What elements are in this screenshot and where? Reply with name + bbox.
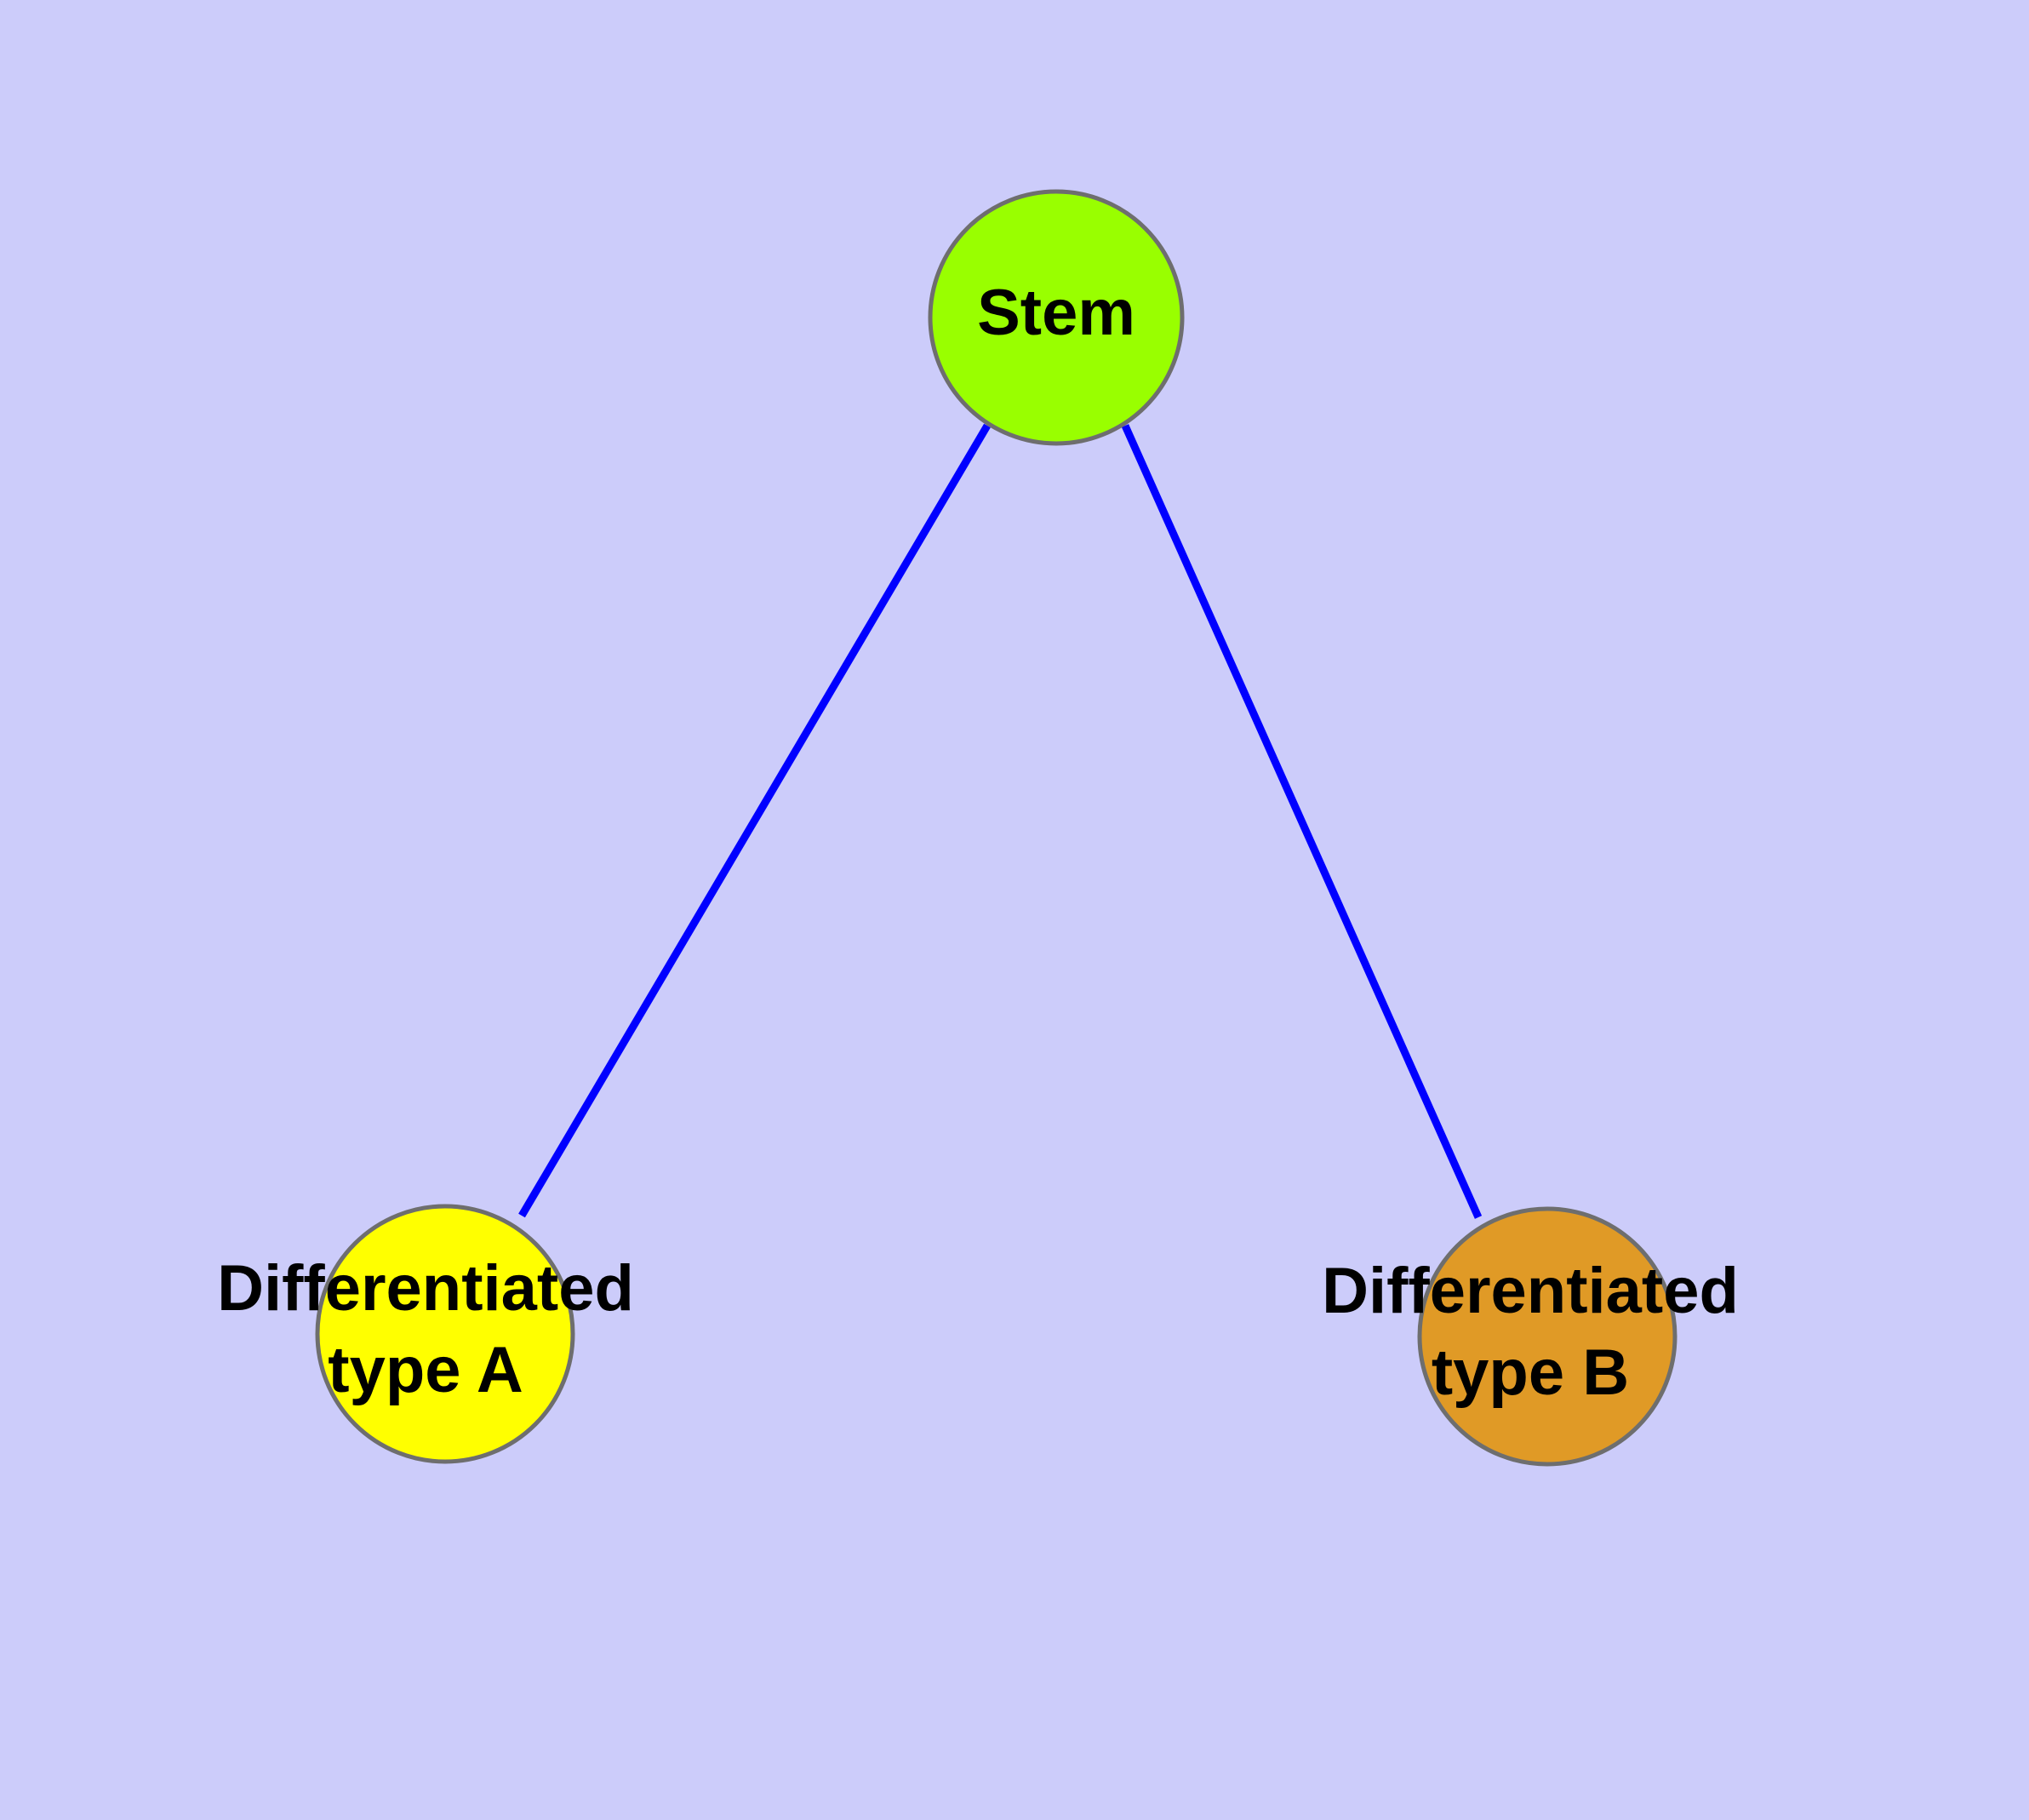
node-diff-b[interactable]	[1417, 1206, 1677, 1467]
node-label-line: Differentiated	[1322, 1255, 1739, 1327]
edge-stem-to-diff-b[interactable]	[1121, 424, 1483, 1219]
nodes-layer	[315, 189, 1677, 1467]
node-label-stem: Stem	[977, 277, 1135, 349]
node-stem[interactable]	[928, 189, 1185, 446]
node-label-diff-a: Differentiated type A	[217, 1252, 634, 1406]
node-label-line: type A	[328, 1334, 523, 1406]
node-diff-a[interactable]	[315, 1204, 575, 1464]
node-label-line: Stem	[977, 277, 1135, 349]
edge-stem-to-diff-a[interactable]	[518, 423, 991, 1218]
node-label-diff-b: Differentiated type B	[1322, 1255, 1739, 1409]
node-label-line: Differentiated	[217, 1252, 634, 1325]
edges-layer	[518, 423, 1483, 1219]
node-label-line: type B	[1432, 1336, 1629, 1409]
